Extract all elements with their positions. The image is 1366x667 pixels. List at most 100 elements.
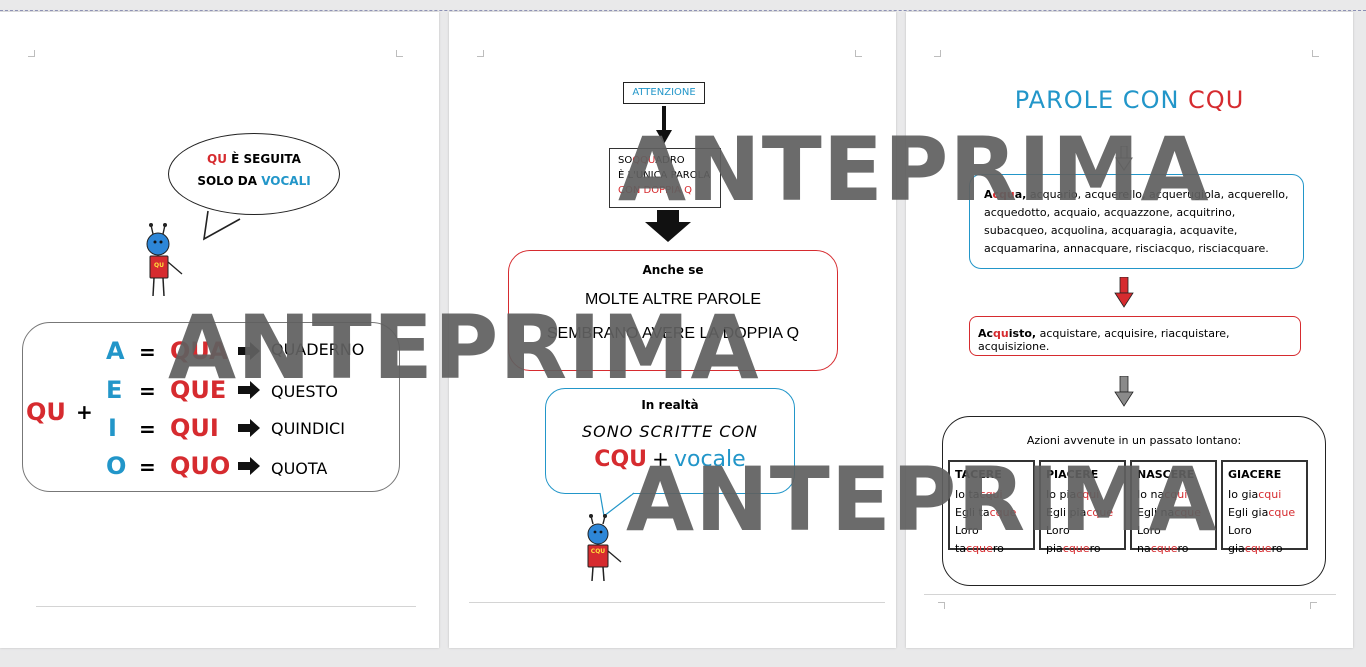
margin-mark xyxy=(855,50,862,57)
soqquadro-b: QQU xyxy=(632,155,656,166)
sembrano-text: SEMBRANO AVERE LA DOPPIA Q xyxy=(546,325,800,342)
anche-se-box: Anche se MOLTE ALTRE PAROLE SEMBRANO AVE… xyxy=(508,250,838,371)
verb-line: Loro na xyxy=(1137,524,1161,555)
acquisto-words-box: Acquisto, acquistare, acquisire, riacqui… xyxy=(969,316,1301,356)
acqua-b: cqu xyxy=(992,188,1015,201)
robot-illustration xyxy=(146,223,183,297)
verb-ending: cque xyxy=(1086,506,1114,519)
row-word: QUOTA xyxy=(271,459,328,478)
row-eq: = xyxy=(139,340,156,364)
speech-bubble: QU È SEGUITA SOLO DA VOCALI xyxy=(168,133,340,215)
arrow-right-icon xyxy=(238,457,260,475)
row-word: QUADERNO xyxy=(271,340,365,359)
verb-line: Loro gia xyxy=(1228,524,1252,555)
row-vowel: O xyxy=(106,452,127,480)
bubble-qu: QU xyxy=(207,152,227,166)
verb-tables: TACERE Io tacqui Egli tacque Loro tacque… xyxy=(948,460,1308,555)
verb-title: PIACERE xyxy=(1046,468,1099,481)
row-syllable: QUE xyxy=(170,376,227,404)
qu-label: QU xyxy=(26,398,66,426)
verb-ending: cque xyxy=(989,506,1017,519)
acqua-rest: acquario, acquerello, acquerugiola, acqu… xyxy=(984,188,1289,255)
verb-suffix: ro xyxy=(1271,542,1283,555)
verb-card: TACERE Io tacqui Egli tacque Loro tacque… xyxy=(948,460,1035,555)
verb-card: GIACERE Io giacqui Egli giacque Loro gia… xyxy=(1221,460,1308,555)
acquisto-rest: acquistare, acquisire, riacquistare, acq… xyxy=(978,327,1230,353)
row-vowel: A xyxy=(106,337,125,365)
robot-badge: CQU xyxy=(590,548,606,555)
verb-line: Io ta xyxy=(955,488,980,501)
soqquadro-box: SOQQUADRO È L'UNICA PAROLA CON DOPPIA Q xyxy=(609,148,721,208)
qu-rules-box xyxy=(22,322,400,492)
arrow-down-icon xyxy=(1115,146,1133,171)
molte-text: MOLTE ALTRE PAROLE xyxy=(584,291,762,308)
verb-ending: cqui xyxy=(1164,488,1188,501)
verb-title: NASCERE xyxy=(1137,468,1195,481)
margin-mark xyxy=(477,50,484,57)
arrow-right-icon xyxy=(238,342,260,360)
plus-sign: + xyxy=(76,400,93,424)
acqua-words-box: Acqua, acquario, acquerello, acquerugiol… xyxy=(969,174,1304,269)
soqquadro-line3: CON DOPPIA Q xyxy=(618,185,692,196)
page3-title: PAROLE CON CQU xyxy=(906,86,1353,114)
soqquadro-line2: È L'UNICA PAROLA xyxy=(618,170,711,181)
robot-illustration xyxy=(587,514,622,582)
robot-badge: QU xyxy=(154,262,164,269)
margin-mark xyxy=(1310,602,1317,609)
azioni-label: Azioni avvenute in un passato lontano: xyxy=(1026,434,1242,447)
verb-suffix: ro xyxy=(1089,542,1101,555)
row-eq: = xyxy=(139,379,156,403)
verb-card: PIACERE Io piacqui Egli piacque Loro pia… xyxy=(1039,460,1126,555)
red-arrow-down-icon xyxy=(1114,277,1134,308)
verb-ending: cqui xyxy=(1258,488,1282,501)
verb-line: Loro ta xyxy=(955,524,979,555)
bubble-vocali: VOCALI xyxy=(261,174,311,188)
verb-suffix: ro xyxy=(992,542,1004,555)
row-eq: = xyxy=(139,417,156,441)
watermark: ANTEPRIMA xyxy=(618,118,1210,221)
verb-line: Io na xyxy=(1137,488,1165,501)
arrow-right-icon xyxy=(238,381,260,399)
page-1 xyxy=(0,12,439,648)
row-syllable: QUI xyxy=(170,414,219,442)
margin-mark xyxy=(934,50,941,57)
margin-mark xyxy=(1312,50,1319,57)
verb-ending: cque xyxy=(1174,506,1202,519)
acqua-a: A xyxy=(984,188,993,201)
verb-ending: cqui xyxy=(1076,488,1100,501)
plus-sign: + xyxy=(652,447,669,471)
verb-ending: cque xyxy=(1062,542,1090,555)
acquisto-a: Ac xyxy=(978,327,994,340)
acquisto-b: qu xyxy=(993,327,1009,340)
bubble-solo-da: SOLO DA xyxy=(197,174,258,188)
big-arrow-down-icon xyxy=(645,210,691,242)
sono-scritte-text: SONO SCRITTE CON xyxy=(581,422,759,441)
verb-title: TACERE xyxy=(955,468,1002,481)
gray-arrow-down-icon xyxy=(1114,376,1134,407)
watermark: ANTEPRIMA xyxy=(168,296,760,399)
bubble-seguita: È SEGUITA xyxy=(231,152,301,166)
row-eq: = xyxy=(139,455,156,479)
row-vowel: E xyxy=(106,376,123,404)
margin-mark xyxy=(396,50,403,57)
verb-line: Egli na xyxy=(1137,506,1175,519)
footer-line xyxy=(36,606,416,607)
in-realta-box: In realtà SONO SCRITTE CON CQU + vocale xyxy=(545,388,795,494)
verb-ending: cqui xyxy=(979,488,1003,501)
row-word: QUINDICI xyxy=(271,419,345,438)
arrow-down-icon xyxy=(656,106,672,144)
passato-box xyxy=(942,416,1326,586)
soqquadro-a: SO xyxy=(618,155,633,166)
verb-ending: cque xyxy=(966,542,993,555)
verb-title: GIACERE xyxy=(1228,468,1282,481)
footer-line xyxy=(924,594,1336,595)
verb-line: Egli pia xyxy=(1046,506,1087,519)
footer-line xyxy=(469,602,885,603)
margin-mark xyxy=(938,602,945,609)
row-syllable: QUA xyxy=(170,337,228,365)
page-3 xyxy=(906,12,1353,648)
verb-suffix: ro xyxy=(1177,542,1189,555)
vocale-label: vocale xyxy=(673,447,746,472)
title-part-b: CQU xyxy=(1188,86,1245,114)
verb-line: Egli gia xyxy=(1228,506,1269,519)
